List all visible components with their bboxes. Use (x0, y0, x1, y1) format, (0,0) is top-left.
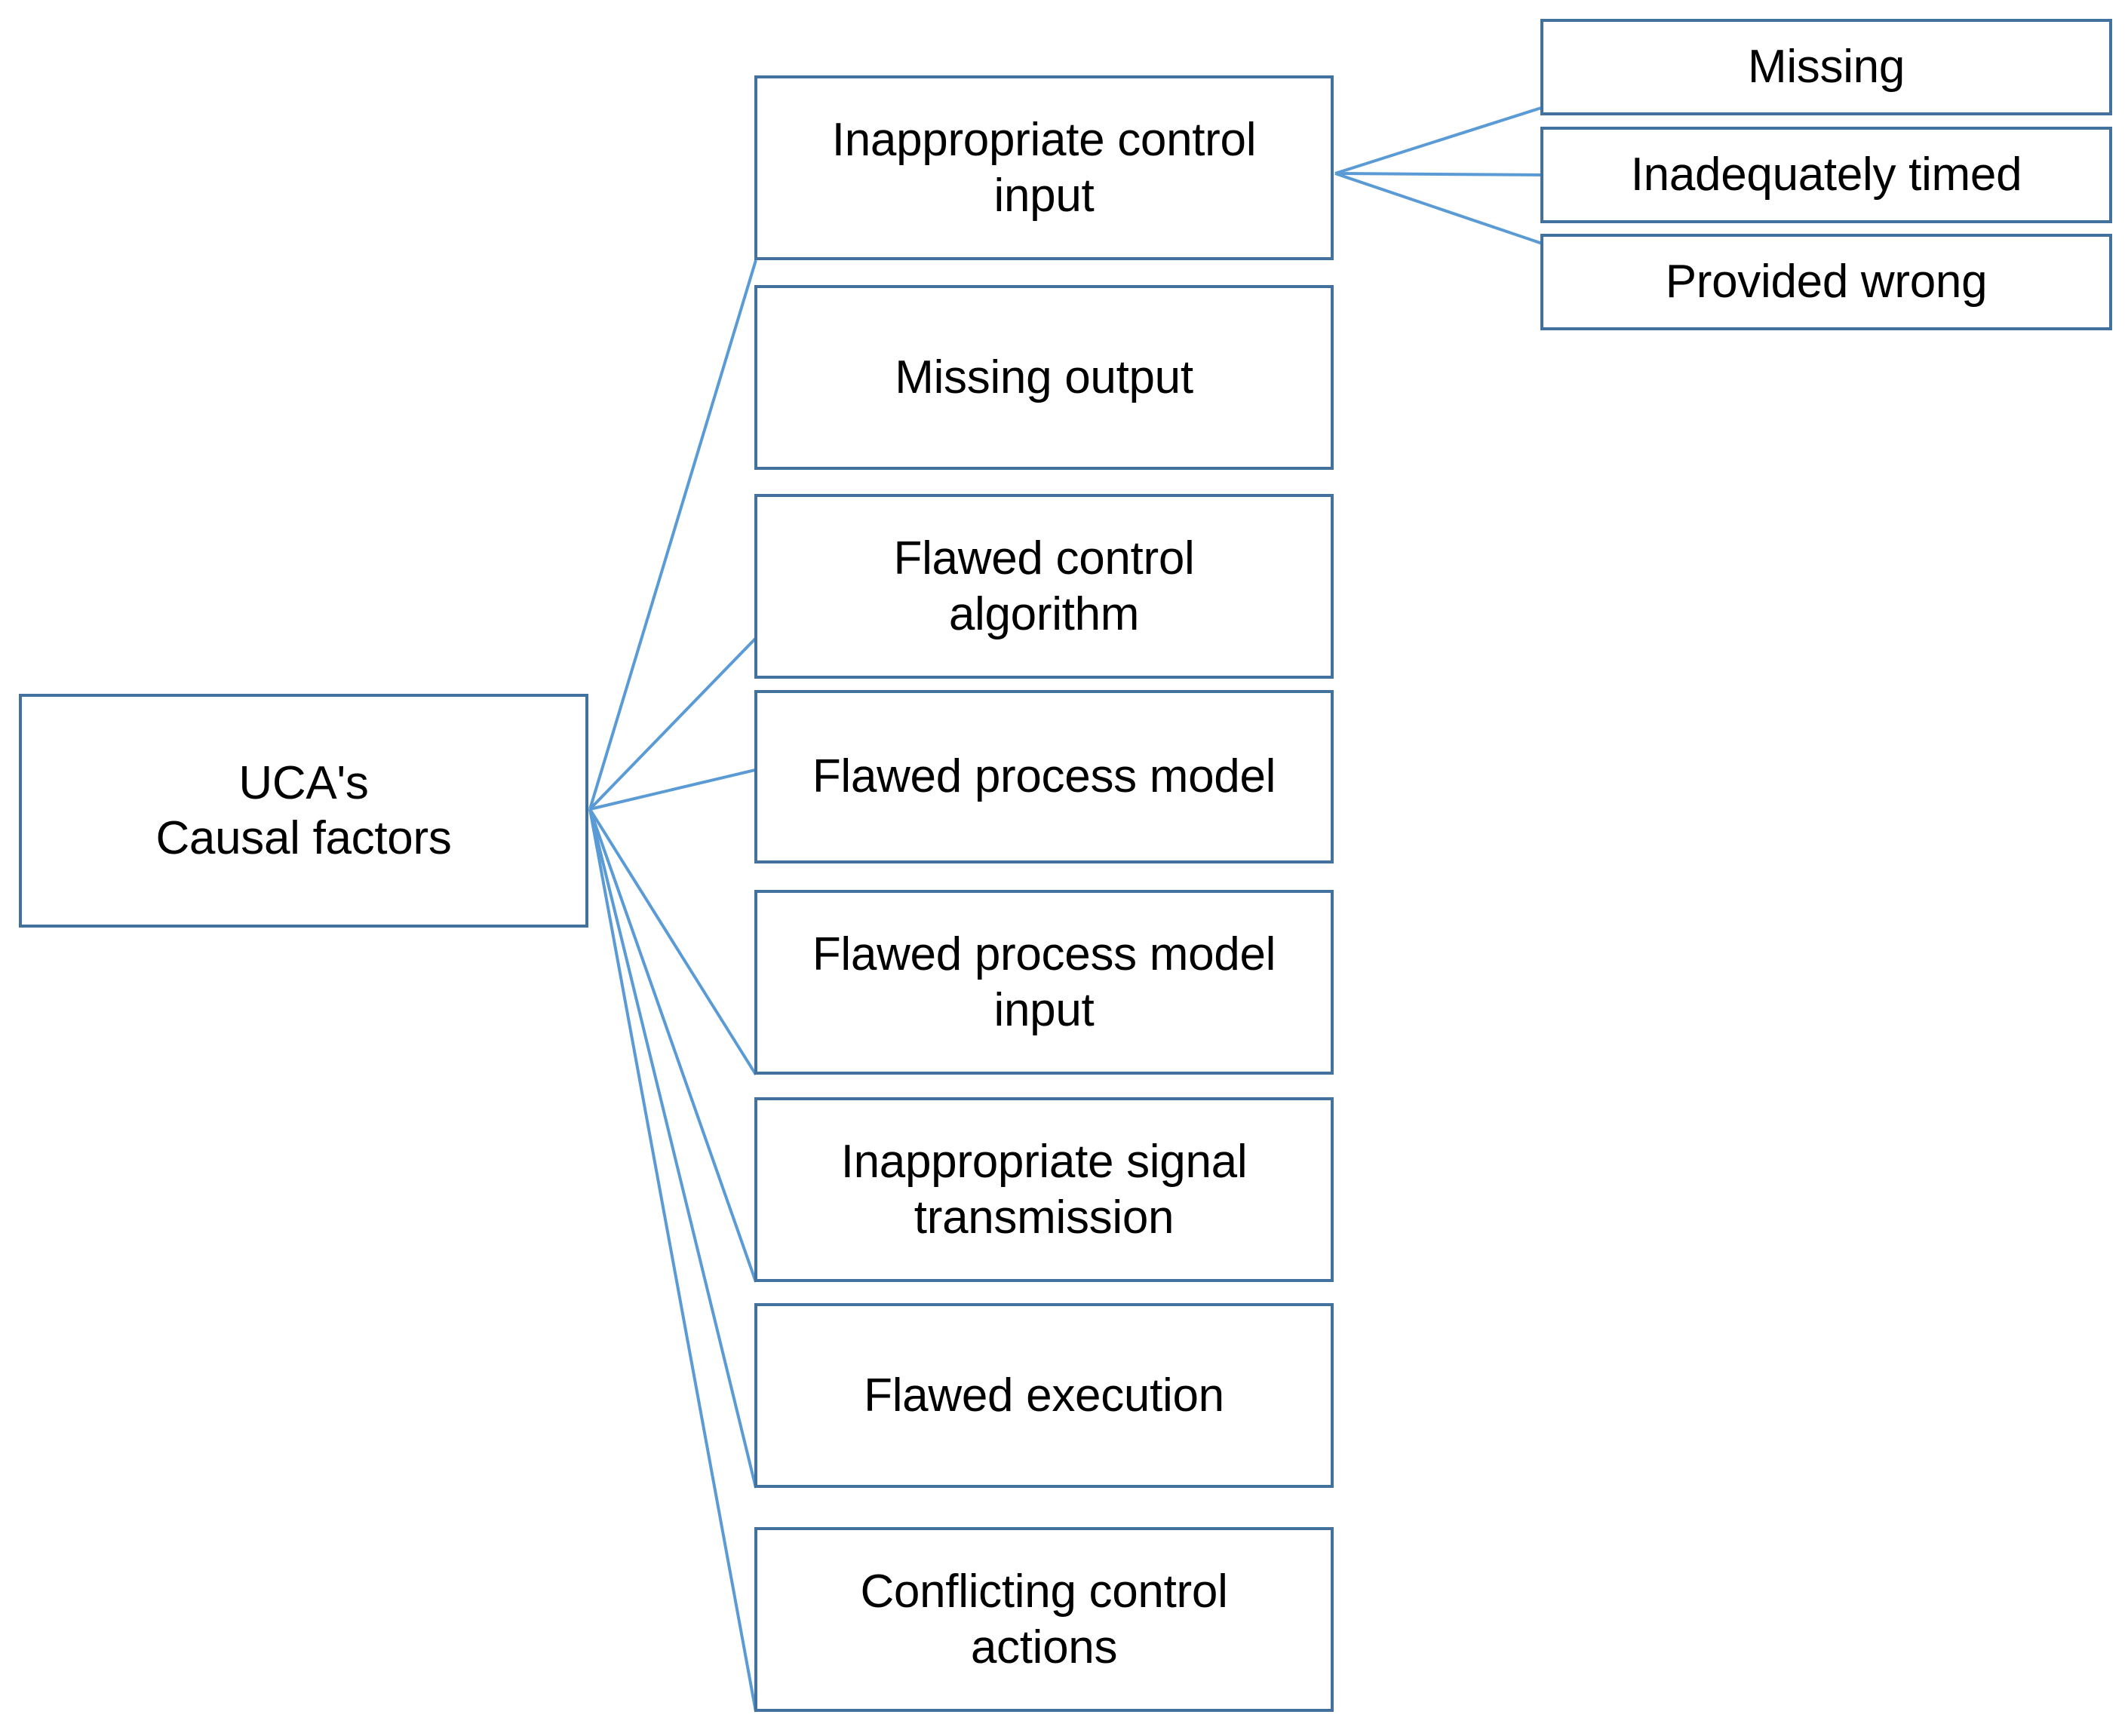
node-provided-wrong[interactable]: Provided wrong (1540, 234, 2112, 330)
connector-control-input-to-inadequately-timed (1334, 172, 1543, 176)
node-flawed-control-algorithm[interactable]: Flawed control algorithm (754, 494, 1334, 679)
left-connector-fan (588, 259, 757, 1713)
node-flawed-process-model-label: Flawed process model (812, 750, 1276, 803)
connector-root-to-conflicting-control-actions (588, 808, 757, 1713)
node-flawed-execution-label: Flawed execution (864, 1369, 1224, 1422)
node-missing-output-label: Missing output (895, 351, 1193, 403)
connector-root-to-inappropriate-signal-transmission (588, 808, 757, 1283)
connector-root-to-inappropriate-control-input (588, 259, 757, 810)
node-missing-label: Missing (1747, 41, 1905, 94)
node-flawed-control-algorithm-label: Flawed control algorithm (893, 532, 1195, 640)
connector-root-to-flawed-control-algorithm (588, 636, 757, 811)
node-inadequately-timed[interactable]: Inadequately timed (1540, 127, 2112, 223)
node-conflicting-control-actions[interactable]: Conflicting control actions (754, 1527, 1334, 1712)
node-flawed-process-model-input[interactable]: Flawed process model input (754, 890, 1334, 1075)
node-missing[interactable]: Missing (1540, 19, 2112, 115)
node-inappropriate-control-input-label: Inappropriate control input (831, 114, 1257, 222)
node-inappropriate-control-input[interactable]: Inappropriate control input (754, 75, 1334, 260)
node-provided-wrong-label: Provided wrong (1665, 256, 1988, 308)
node-inappropriate-signal-transmission[interactable]: Inappropriate signal transmission (754, 1097, 1334, 1282)
node-conflicting-control-actions-label: Conflicting control actions (860, 1566, 1228, 1673)
node-flawed-process-model-input-label: Flawed process model input (812, 928, 1276, 1036)
node-flawed-execution[interactable]: Flawed execution (754, 1303, 1334, 1488)
node-root-uca-causal-factors[interactable]: UCA's Causal factors (19, 694, 588, 928)
node-root-label: UCA's Causal factors (155, 756, 452, 864)
node-inadequately-timed-label: Inadequately timed (1630, 149, 2022, 201)
connector-root-to-flawed-process-model (589, 768, 757, 811)
right-connector-fan (1334, 106, 1543, 245)
connector-root-to-flawed-execution (588, 808, 757, 1489)
node-inappropriate-signal-transmission-label: Inappropriate signal transmission (840, 1136, 1248, 1244)
connector-control-input-to-missing (1334, 106, 1543, 175)
node-flawed-process-model[interactable]: Flawed process model (754, 690, 1334, 863)
connector-control-input-to-provided-wrong (1334, 172, 1543, 245)
connector-root-to-flawed-process-model-input (588, 808, 757, 1076)
node-missing-output[interactable]: Missing output (754, 285, 1334, 470)
